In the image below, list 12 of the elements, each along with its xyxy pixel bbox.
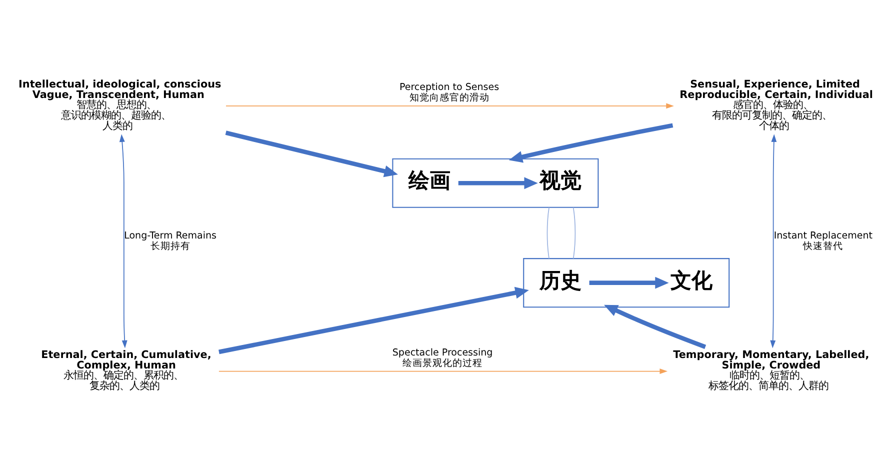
node-text: Temporary, Momentary, Labelled, Simple, Crowded 临时的、短暂的、标签化的、简单的、人群的	[673, 348, 870, 392]
edge-label: Long-Term Remains 长期持有	[124, 230, 217, 252]
edge-label: Perception to Senses 知觉向感官的滑动	[399, 82, 500, 104]
edge-label: Instant Replacement 快速替代	[774, 230, 873, 252]
node-text: Sensual, Experience, Limited Reproducible, Certain, Individual 感官的、体验的、有限的可复制的、确定的、个体的	[680, 78, 873, 132]
node-text: 文化	[670, 268, 713, 292]
node-text: 视觉	[540, 168, 582, 193]
node-text: Intellectual, ideological, conscious Vague, Transcendent, Human 智慧的、思想的、意识的模糊的、超验的、人类的	[18, 78, 222, 132]
node-text: 历史	[540, 268, 582, 292]
node-text: 绘画	[408, 168, 451, 193]
edge-label: Spectacle Processing 绘画景观化的过程	[392, 347, 493, 369]
node-text: Eternal, Certain, Cumulative, Complex, Human 永恒的、确定的、累积的、复杂的、人类的	[41, 348, 212, 392]
